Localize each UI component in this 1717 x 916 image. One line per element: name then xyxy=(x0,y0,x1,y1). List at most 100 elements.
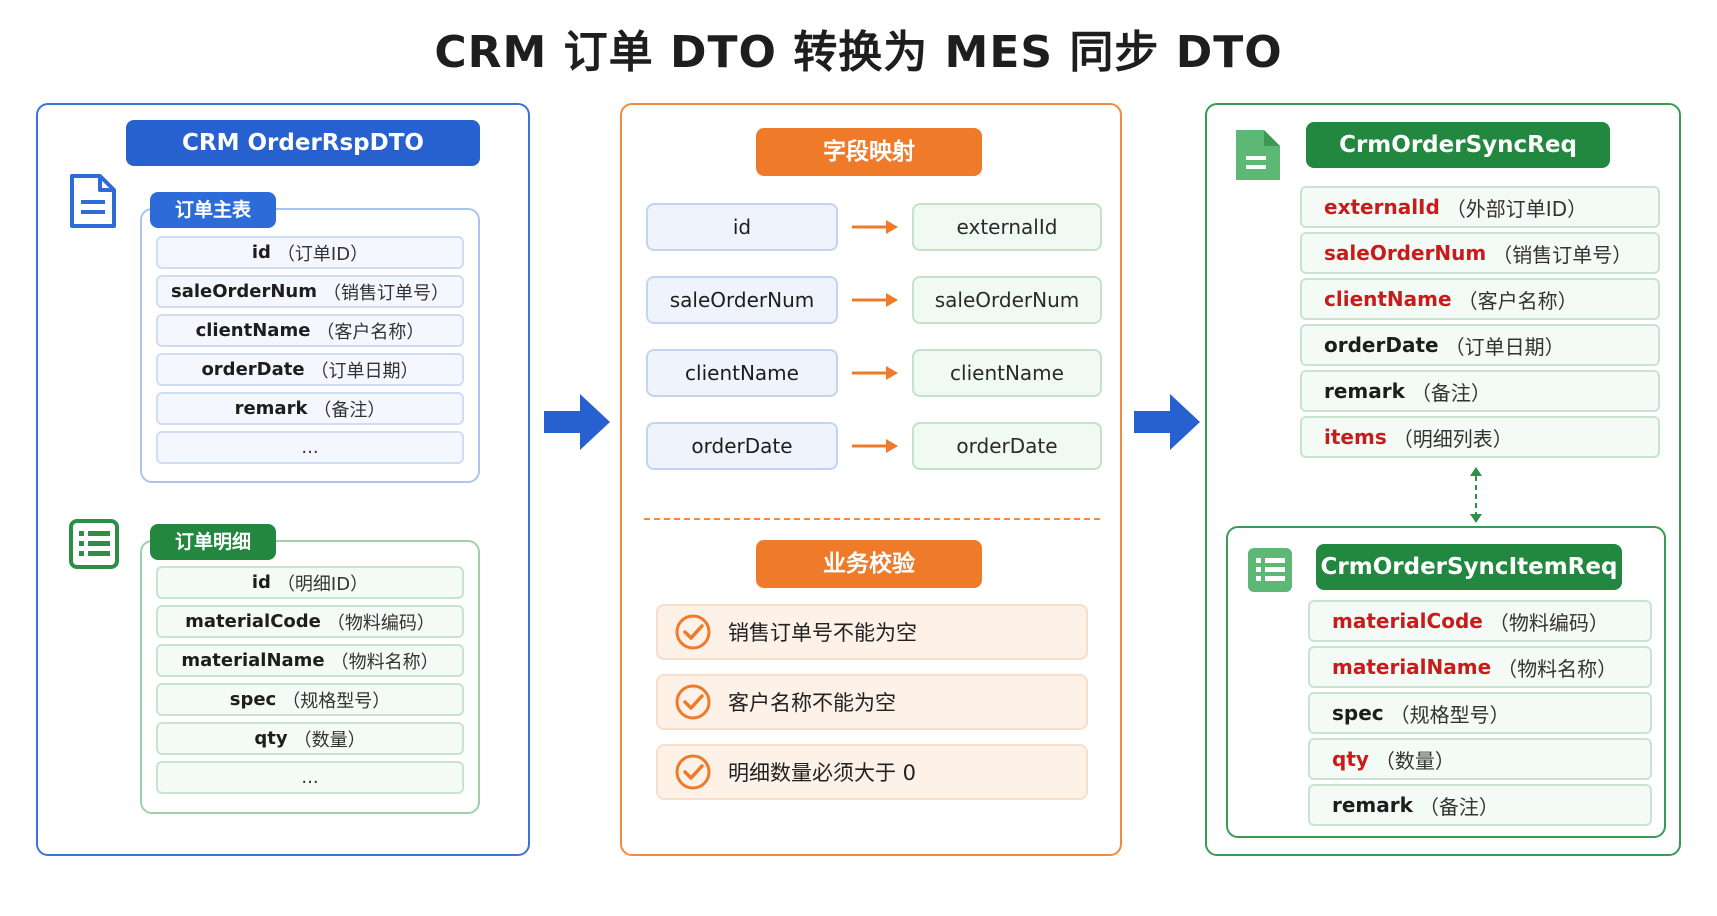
field-comment: （物料编码） xyxy=(1488,610,1609,635)
mapping-panel xyxy=(620,103,1122,856)
field-row: ... xyxy=(156,761,464,794)
item-dto-fields: materialCode（物料编码）materialName（物料名称）spec… xyxy=(1308,600,1652,826)
main-table-tag: 订单主表 xyxy=(150,192,276,228)
field-mapping-row: orderDate orderDate xyxy=(646,422,1102,470)
field-name: clientName xyxy=(195,320,311,341)
field-comment: （明细ID） xyxy=(276,573,369,595)
field-row: spec（规格型号） xyxy=(156,683,464,716)
field-row: materialName（物料名称） xyxy=(1308,646,1652,688)
field-row: ... xyxy=(156,431,464,464)
field-name: materialCode xyxy=(185,611,321,632)
field-mapping-row: saleOrderNum saleOrderNum xyxy=(646,276,1102,324)
field-name: clientName xyxy=(1324,287,1452,311)
validation-rule-row: 销售订单号不能为空 xyxy=(656,604,1088,660)
field-row: materialCode（物料编码） xyxy=(156,605,464,638)
field-comment: （订单ID） xyxy=(276,243,369,265)
validation-rule-row: 客户名称不能为空 xyxy=(656,674,1088,730)
target-dto-header: CrmOrderSyncReq xyxy=(1306,122,1610,168)
field-comment: （外部订单ID） xyxy=(1445,196,1588,221)
check-circle-icon xyxy=(675,614,711,650)
mapping-source-field: orderDate xyxy=(646,422,838,470)
field-name: remark xyxy=(1324,379,1405,403)
target-dto-panel xyxy=(1205,103,1681,856)
field-comment: （销售订单号） xyxy=(1492,242,1633,267)
field-name: materialCode xyxy=(1332,609,1483,633)
field-comment: （备注） xyxy=(1418,794,1499,819)
field-name: qty xyxy=(1332,747,1369,771)
list-icon xyxy=(1248,548,1292,592)
field-name: orderDate xyxy=(1324,333,1439,357)
field-comment: （物料名称） xyxy=(330,651,439,673)
field-row: saleOrderNum（销售订单号） xyxy=(1300,232,1660,274)
field-comment: （备注） xyxy=(1410,380,1491,405)
field-row: remark（备注） xyxy=(1300,370,1660,412)
field-name: id xyxy=(251,242,271,263)
detail-table-tag: 订单明细 xyxy=(150,524,276,560)
target-dto-fields: externalId（外部订单ID）saleOrderNum（销售订单号）cli… xyxy=(1300,186,1660,458)
field-row: materialCode（物料编码） xyxy=(1308,600,1652,642)
field-row: clientName（客户名称） xyxy=(156,314,464,347)
field-row: id（订单ID） xyxy=(156,236,464,269)
mapping-target-field: saleOrderNum xyxy=(912,276,1102,324)
field-name: remark xyxy=(1332,793,1413,817)
field-row: remark（备注） xyxy=(1308,784,1652,826)
field-comment: ... xyxy=(301,437,319,458)
transform-arrow-icon xyxy=(1134,394,1200,450)
field-comment: ... xyxy=(301,767,319,788)
field-comment: （备注） xyxy=(313,399,386,421)
validation-rule-text: 销售订单号不能为空 xyxy=(728,621,917,645)
field-name: items xyxy=(1324,425,1387,449)
field-name: id xyxy=(251,572,271,593)
main-table-fields: id（订单ID） saleOrderNum（销售订单号） clientName（客户… xyxy=(156,236,464,464)
field-name: saleOrderNum xyxy=(170,281,318,302)
field-row: items（明细列表） xyxy=(1300,416,1660,458)
field-comment: （物料名称） xyxy=(1497,656,1618,681)
validation-rule-row: 明细数量必须大于 0 xyxy=(656,744,1088,800)
mapping-header: 字段映射 xyxy=(756,128,982,176)
field-name: externalId xyxy=(1324,195,1440,219)
list-icon xyxy=(69,519,119,569)
field-comment: （订单日期） xyxy=(310,360,419,382)
detail-table-group xyxy=(140,540,480,814)
field-row: spec（规格型号） xyxy=(1308,692,1652,734)
field-name: spec xyxy=(229,689,277,710)
items-link-arrow-icon xyxy=(1470,467,1482,523)
field-name: remark xyxy=(234,398,308,419)
document-icon xyxy=(70,174,116,228)
source-dto-panel xyxy=(36,103,530,856)
field-row: saleOrderNum（销售订单号） xyxy=(156,275,464,308)
field-row: orderDate（订单日期） xyxy=(1300,324,1660,366)
mapping-target-field: orderDate xyxy=(912,422,1102,470)
field-comment: （客户名称） xyxy=(1457,288,1578,313)
mapping-target-field: externalId xyxy=(912,203,1102,251)
field-row: materialName（物料名称） xyxy=(156,644,464,677)
mapping-arrow-icon xyxy=(852,439,898,453)
check-circle-icon xyxy=(675,754,711,790)
field-comment: （销售订单号） xyxy=(323,282,450,304)
field-row: orderDate（订单日期） xyxy=(156,353,464,386)
field-name: orderDate xyxy=(201,359,305,380)
field-mapping-row: id externalId xyxy=(646,203,1102,251)
field-row: qty（数量） xyxy=(1308,738,1652,780)
item-dto-group xyxy=(1226,526,1666,838)
detail-table-fields: id（明细ID）materialCode（物料编码）materialName（物… xyxy=(156,566,464,794)
field-row: id（明细ID） xyxy=(156,566,464,599)
field-comment: （规格型号） xyxy=(282,690,391,712)
field-name: qty xyxy=(254,728,288,749)
item-dto-header: CrmOrderSyncItemReq xyxy=(1316,544,1622,590)
page-title: CRM 订单 DTO 转换为 MES 同步 DTO xyxy=(434,27,1283,78)
validation-rule-text: 明细数量必须大于 0 xyxy=(728,761,917,785)
field-comment: （数量） xyxy=(293,729,366,751)
field-row: remark（备注） xyxy=(156,392,464,425)
validation-rule-text: 客户名称不能为空 xyxy=(728,691,896,715)
sheet-icon xyxy=(1236,130,1280,180)
main-table-group xyxy=(140,208,480,483)
field-name: materialName xyxy=(181,650,325,671)
mapping-source-field: saleOrderNum xyxy=(646,276,838,324)
field-row: clientName（客户名称） xyxy=(1300,278,1660,320)
mapping-source-field: id xyxy=(646,203,838,251)
field-comment: （物料编码） xyxy=(326,612,435,634)
field-comment: （客户名称） xyxy=(316,321,425,343)
field-name: spec xyxy=(1332,701,1384,725)
